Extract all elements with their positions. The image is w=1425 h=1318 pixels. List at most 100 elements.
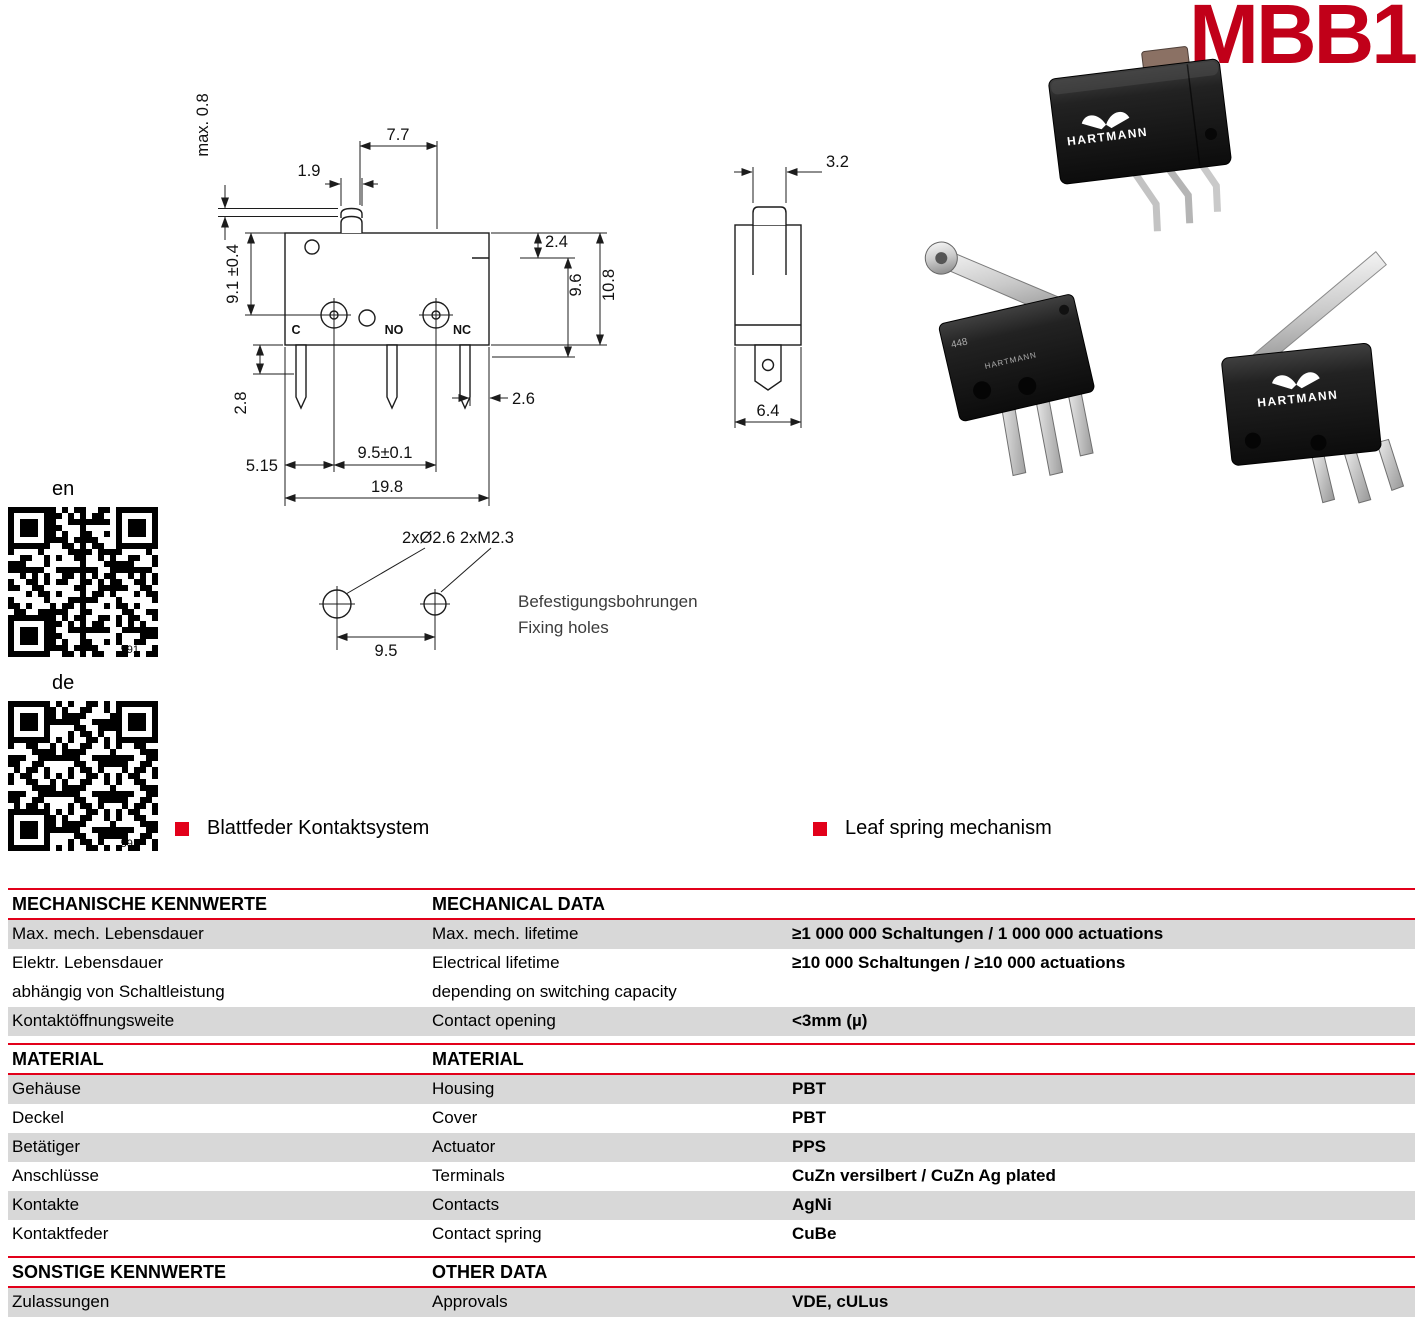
cell-de: Elektr. Lebensdauer [12, 953, 164, 972]
hartmann-logo-icon [1272, 372, 1320, 390]
cell-value: PBT [792, 1108, 826, 1127]
cell-value: AgNi [792, 1195, 832, 1214]
qr-label-de: de [52, 672, 75, 694]
cell-en: Contacts [432, 1195, 500, 1214]
cell-value: CuBe [792, 1224, 837, 1243]
front-view: C NO NC [284, 207, 490, 410]
dim-length: 19.8 [371, 478, 403, 496]
technical-drawing: C NO NC max. 0.8 7.7 1.9 9.1 ±0.4 2.4 [194, 93, 849, 660]
dim-plunger-depth: 3.2 [826, 153, 849, 171]
dim-height: 10.8 [600, 269, 618, 301]
section-header-en: MECHANICAL DATA [432, 894, 605, 914]
spec-table: MECHANISCHE KENNWERTE MECHANICAL DATA Ma… [8, 888, 1415, 1317]
cell-en: Housing [432, 1079, 495, 1098]
cell-de: Betätiger [12, 1137, 81, 1156]
cell-en: Electrical lifetime [432, 953, 560, 972]
qr-code-de [8, 701, 158, 851]
dim-terminal-edge: 2.6 [512, 390, 535, 408]
fixing-caption-en: Fixing holes [518, 618, 609, 637]
section-header: MATERIAL MATERIAL [8, 1043, 1415, 1075]
cell-de: abhängig von Schaltleistung [12, 982, 225, 1001]
section-header-de: SONSTIGE KENNWERTE [12, 1262, 227, 1282]
section-header-en: OTHER DATA [432, 1262, 548, 1282]
section-material: MATERIAL MATERIAL Gehäuse Housing PBT De… [8, 1043, 1415, 1249]
cell-value: ≥1 000 000 Schaltungen / 1 000 000 actua… [792, 924, 1164, 943]
fixing-spec: 2xØ2.6 2xM2.3 [402, 529, 514, 547]
product-photos: HARTMANN 448 HARTMANN HARTMANN [924, 46, 1405, 504]
qr-number: 591 [120, 644, 139, 656]
cell-de: Gehäuse [12, 1079, 81, 1098]
section-other: SONSTIGE KENNWERTE OTHER DATA Zulassunge… [8, 1256, 1415, 1317]
cell-de: Max. mech. Lebensdauer [12, 924, 204, 943]
section-header-en: MATERIAL [432, 1049, 524, 1069]
qr-block-de: de 591 [8, 672, 173, 851]
terminal-c [295, 344, 307, 410]
cell-en: Terminals [432, 1166, 505, 1185]
table-row: Elektr. Lebensdauer Electrical lifetime … [8, 949, 1415, 978]
cell-value: <3mm (µ) [792, 1011, 868, 1030]
dim-hole-pitch: 9.5±0.1 [358, 444, 413, 462]
cell-en: Max. mech. lifetime [432, 924, 579, 943]
dim-terminal-length: 2.8 [232, 392, 250, 415]
feature-text-en: Leaf spring mechanism [845, 817, 1052, 839]
table-row: Kontakte Contacts AgNi [8, 1191, 1415, 1220]
terminal-label-nc: NC [453, 323, 471, 337]
cell-value: PBT [792, 1079, 826, 1098]
terminal-label-c: C [291, 323, 300, 337]
section-mechanical: MECHANISCHE KENNWERTE MECHANICAL DATA Ma… [8, 888, 1415, 1036]
cell-value: ≥10 000 Schaltungen / ≥10 000 actuations [792, 953, 1126, 972]
switch-photo-roller-lever: 448 HARTMANN [924, 241, 1095, 477]
cell-en: depending on switching capacity [432, 982, 677, 1001]
terminal-label-no: NO [385, 323, 404, 337]
qr-number: 591 [120, 838, 139, 850]
switch-photo-plunger: HARTMANN [1048, 46, 1232, 232]
dim-hole-left: 5.15 [246, 457, 278, 475]
table-row: Anschlüsse Terminals CuZn versilbert / C… [8, 1162, 1415, 1191]
cell-en: Approvals [432, 1292, 508, 1311]
dim-overtravel: max. 0.8 [194, 93, 212, 156]
front-view-dimensions: max. 0.8 7.7 1.9 9.1 ±0.4 2.4 9.6 10.8 [194, 93, 618, 506]
table-row: Max. mech. Lebensdauer Max. mech. lifeti… [8, 920, 1415, 949]
switch-photo-flat-lever: HARTMANN [1221, 251, 1405, 504]
qr-block-en: en 591 [8, 478, 173, 657]
dim-depth: 6.4 [757, 402, 780, 420]
page-title: MBB1 [1188, 0, 1418, 81]
side-view: 3.2 6.4 [734, 153, 849, 428]
dim-height-inner: 9.6 [567, 274, 585, 297]
cell-en: Actuator [432, 1137, 496, 1156]
hartmann-logo-icon [1081, 111, 1130, 130]
section-header: MECHANISCHE KENNWERTE MECHANICAL DATA [8, 888, 1415, 920]
table-row: Zulassungen Approvals VDE, cULus [8, 1288, 1415, 1317]
qr-label-en: en [52, 478, 75, 500]
table-row: abhängig von Schaltleistung depending on… [8, 978, 1415, 1007]
cell-de: Kontakte [12, 1195, 80, 1214]
marking-text: 448 [950, 336, 969, 351]
table-row: Gehäuse Housing PBT [8, 1075, 1415, 1104]
dim-top-width: 7.7 [387, 126, 410, 144]
cell-de: Zulassungen [12, 1292, 110, 1311]
bullet-icon [175, 821, 189, 836]
cell-value: VDE, cULus [792, 1292, 889, 1311]
qr-code-en [8, 507, 158, 657]
cell-de: Deckel [12, 1108, 64, 1127]
cell-en: Contact spring [432, 1224, 542, 1243]
dim-hole-top: 9.1 ±0.4 [224, 244, 242, 304]
feature-de: Blattfeder Kontaktsystem [175, 817, 429, 840]
bullet-icon [813, 821, 827, 836]
table-row: Kontaktöffnungsweite Contact opening <3m… [8, 1007, 1415, 1036]
cell-en: Contact opening [432, 1011, 556, 1030]
table-row: Betätiger Actuator PPS [8, 1133, 1415, 1162]
feature-en: Leaf spring mechanism [813, 817, 1052, 840]
fixing-pitch: 9.5 [375, 642, 398, 660]
terminal-no [386, 344, 398, 410]
cell-en: Cover [432, 1108, 478, 1127]
table-row: Deckel Cover PBT [8, 1104, 1415, 1133]
cell-value: CuZn versilbert / CuZn Ag plated [792, 1166, 1056, 1185]
cell-value: PPS [792, 1137, 827, 1156]
section-header-de: MECHANISCHE KENNWERTE [12, 894, 268, 914]
section-header-de: MATERIAL [12, 1049, 104, 1069]
section-header: SONSTIGE KENNWERTE OTHER DATA [8, 1256, 1415, 1288]
fixing-caption-de: Befestigungsbohrungen [518, 592, 698, 611]
cell-de: Anschlüsse [12, 1166, 99, 1185]
dim-plunger-width: 1.9 [298, 162, 321, 180]
